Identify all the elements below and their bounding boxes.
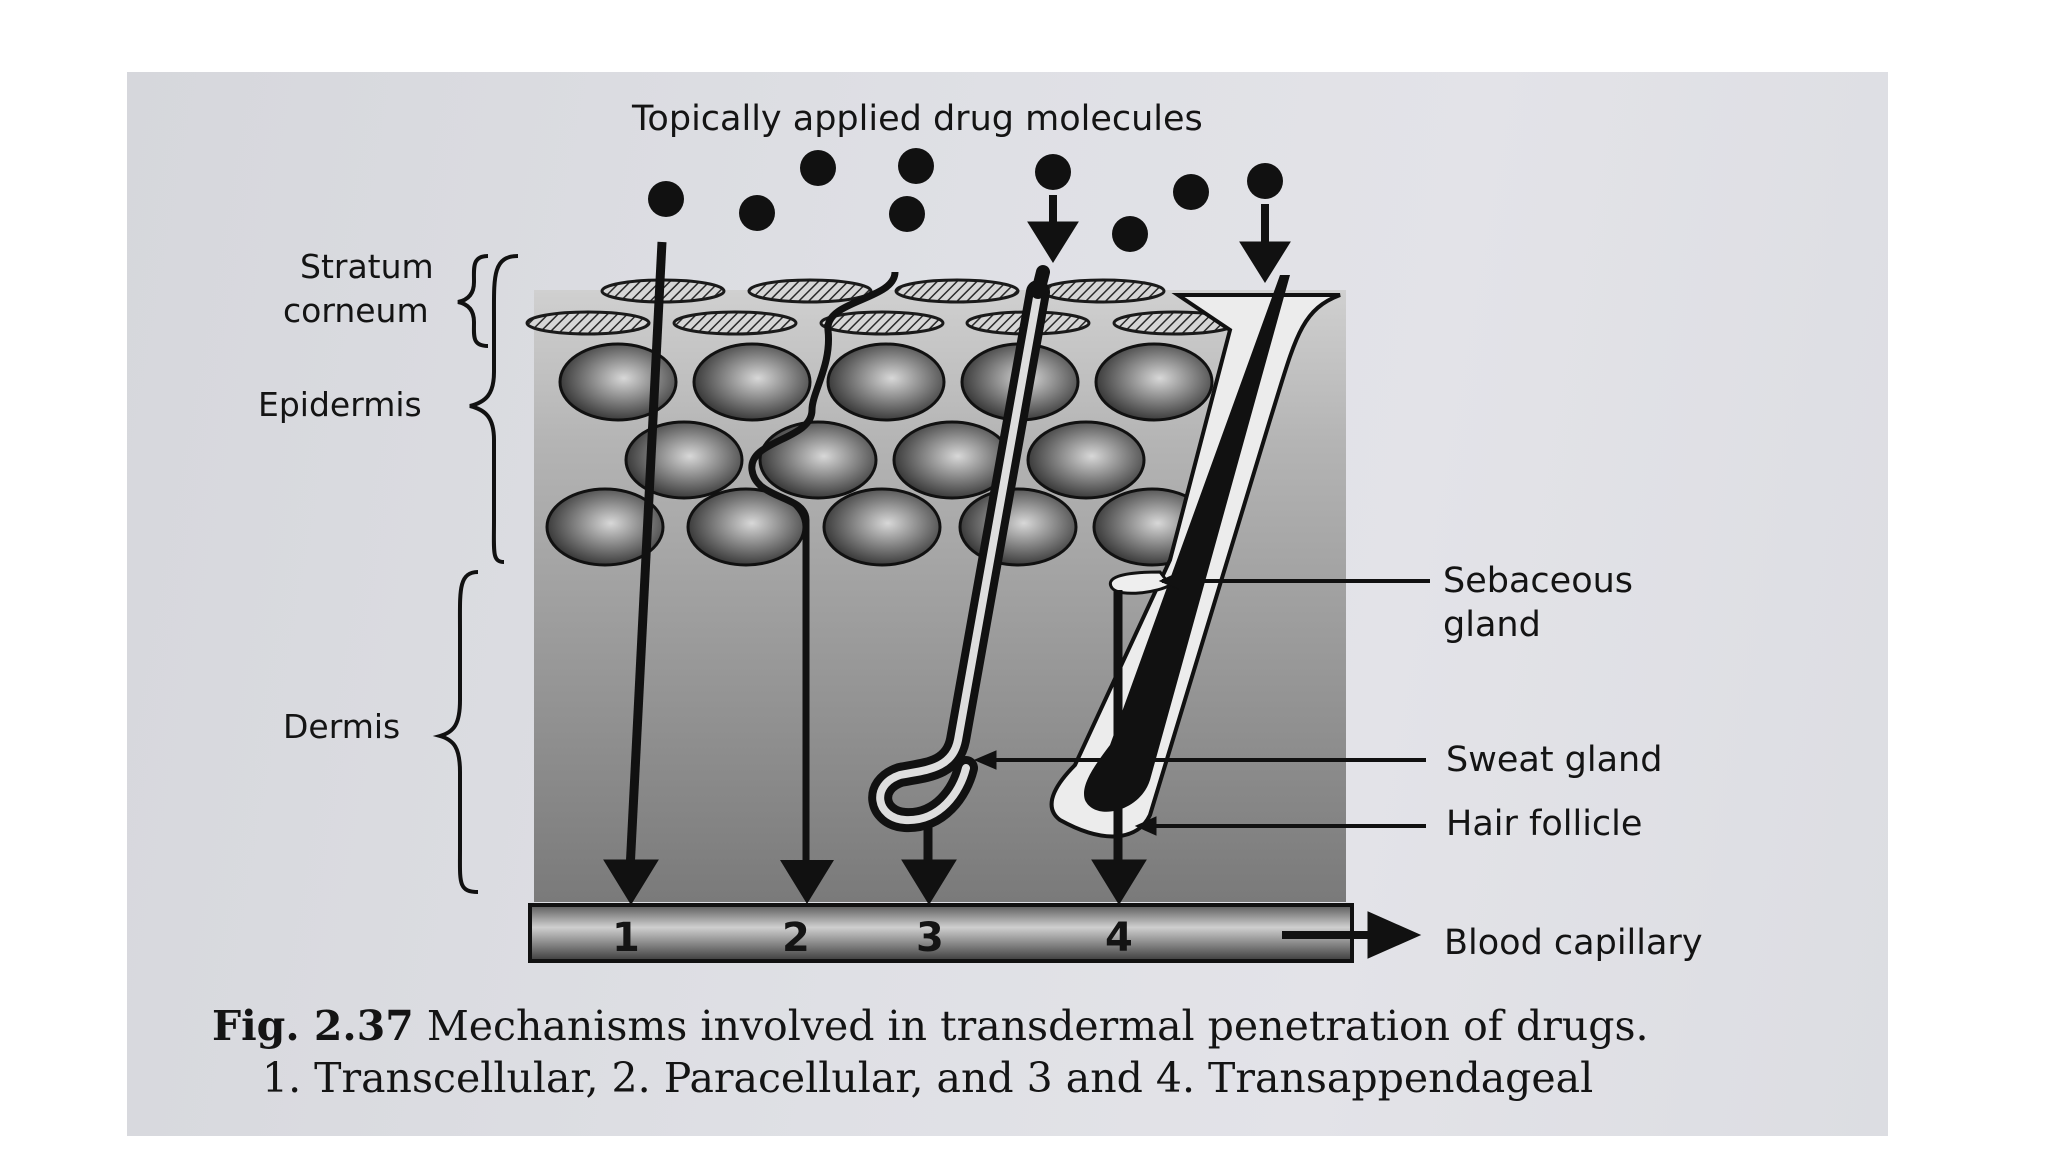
caption-text-1: Mechanisms involved in transdermal penet…: [426, 1002, 1649, 1050]
label-sebaceous-gland-1: Sebaceous: [1443, 561, 1633, 601]
layer-braces: [432, 254, 519, 894]
label-epidermis: Epidermis: [258, 385, 422, 424]
figure-caption-line-2: 1. Transcellular, 2. Paracellular, and 3…: [262, 1054, 1593, 1102]
figure-number: Fig. 2.37: [212, 1002, 414, 1050]
capillary-flow-arrow: [1282, 911, 1422, 959]
label-stratum-corneum-1: Stratum: [300, 247, 434, 286]
label-stratum-corneum-2: corneum: [283, 291, 429, 330]
pathway-3-transappendageal: [901, 826, 957, 905]
hair-follicle: [1049, 275, 1341, 839]
pathway-number-1: 1: [612, 915, 640, 961]
figure-caption-line-1: Fig. 2.37 Mechanisms involved in transde…: [212, 1002, 1649, 1050]
brace-epidermis: [469, 254, 519, 564]
pathway-number-3: 3: [916, 915, 944, 961]
label-sebaceous-gland-2: gland: [1443, 605, 1541, 645]
label-dermis: Dermis: [283, 707, 400, 746]
pathway-2-arrowhead: [780, 860, 834, 904]
sebaceous-gland-shape: [1108, 570, 1173, 595]
label-blood-capillary: Blood capillary: [1444, 923, 1703, 963]
brace-stratum-corneum: [457, 254, 489, 348]
pathway-4-transappendageal: [1091, 590, 1147, 905]
brace-dermis: [432, 570, 479, 894]
diagram-title: Topically applied drug molecules: [631, 99, 1203, 139]
pathway-number-2: 2: [782, 915, 810, 961]
stratum-corneum-plates: [525, 278, 1238, 336]
leader-lines: [973, 571, 1430, 836]
pathway-2-paracellular: [748, 271, 899, 870]
label-hair-follicle: Hair follicle: [1446, 804, 1642, 844]
entry-arrows: [1027, 195, 1291, 283]
pathway-number-4: 4: [1105, 915, 1133, 961]
pathway-1-transcellular: [603, 241, 667, 905]
drug-molecules: [648, 148, 1283, 252]
blood-capillary-vessel: [528, 903, 1354, 963]
caption-text-2: 1. Transcellular, 2. Paracellular, and 3…: [262, 1054, 1594, 1102]
sweat-gland: [868, 265, 1050, 832]
label-sweat-gland: Sweat gland: [1446, 740, 1662, 780]
